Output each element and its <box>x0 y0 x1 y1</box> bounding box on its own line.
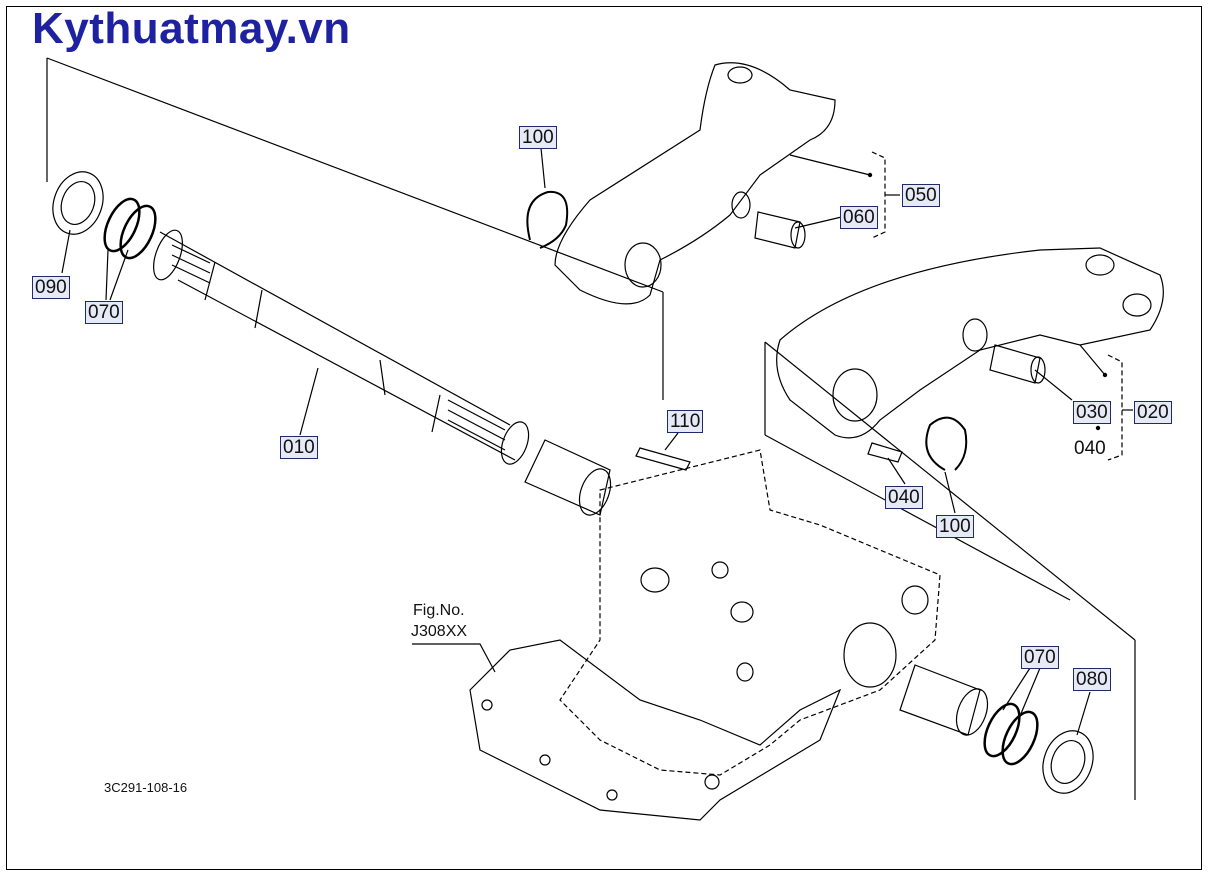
o-ring-070-left-b <box>119 204 157 260</box>
callout-040-right: 040 <box>1074 438 1106 459</box>
callout-030: 030 <box>1073 401 1111 424</box>
o-ring-070-right-b <box>1001 710 1039 766</box>
lift-arm-050 <box>554 62 836 305</box>
brand-logo-text: Kythuatmay.vn <box>32 4 351 53</box>
callout-060: 060 <box>840 206 878 229</box>
drawing-code: 3C291-108-16 <box>104 780 188 795</box>
figure-ref-line1: Fig.No. <box>413 602 465 619</box>
callout-080: 080 <box>1073 668 1111 691</box>
bushing-center <box>524 439 611 516</box>
bushing-right <box>899 664 981 736</box>
o-ring-070-left-a <box>103 197 141 253</box>
callout-020: 020 <box>1134 401 1172 424</box>
figure-ref-line2: J308XX <box>411 623 468 640</box>
housing-base <box>469 561 929 821</box>
callout-100-right: 100 <box>936 515 974 538</box>
callout-050: 050 <box>902 184 940 207</box>
lift-arm-020 <box>776 247 1164 439</box>
callout-110: 110 <box>667 410 704 433</box>
thrust-washer-090 <box>52 171 104 235</box>
pin-110 <box>635 447 691 471</box>
pin-040 <box>867 442 903 463</box>
bushing-060 <box>754 211 801 249</box>
hydraulic-lift-housing <box>559 449 941 776</box>
lift-shaft-010 <box>153 229 530 465</box>
callout-010: 010 <box>280 436 318 459</box>
callout-070-left: 070 <box>85 301 123 324</box>
thrust-washer-080 <box>1042 730 1094 794</box>
bushing-030 <box>989 344 1041 384</box>
circlip-100-right <box>925 416 968 471</box>
drawing-frame <box>6 6 1202 870</box>
circlip-100-top <box>526 190 569 249</box>
callout-100-top: 100 <box>519 126 557 149</box>
callout-090: 090 <box>32 276 70 299</box>
callout-070-right: 070 <box>1021 646 1059 669</box>
o-ring-070-right-a <box>983 702 1021 758</box>
callout-040: 040 <box>885 486 923 509</box>
guide-line-top <box>46 57 664 293</box>
figure-ref-leader <box>412 643 496 673</box>
